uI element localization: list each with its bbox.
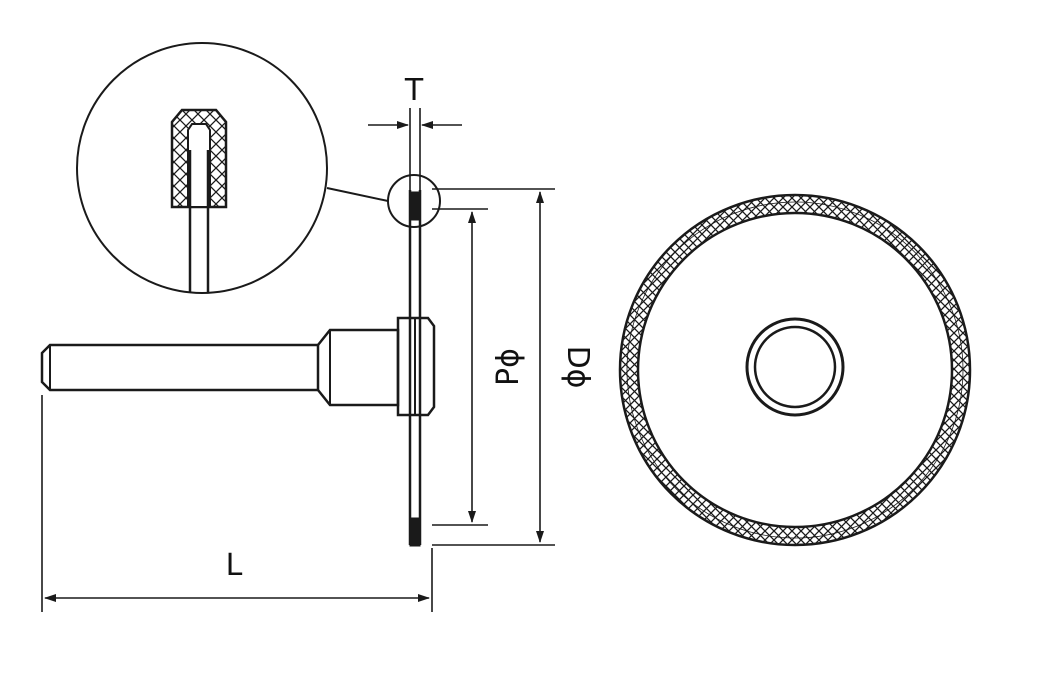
detail-view <box>76 42 328 294</box>
dimension-lines <box>41 108 555 612</box>
disc-front-view <box>618 193 972 547</box>
dimension-labels: T Pϕ Dϕ L <box>226 73 595 583</box>
shaft <box>40 328 400 407</box>
label-outer-diameter: Dϕ <box>560 346 595 389</box>
label-pitch-diameter: Pϕ <box>491 348 526 386</box>
label-length: L <box>226 548 243 583</box>
label-thickness: T <box>404 73 424 108</box>
detail-marker <box>326 174 441 228</box>
hub-flange <box>396 316 436 417</box>
disc-side-view <box>408 190 422 547</box>
